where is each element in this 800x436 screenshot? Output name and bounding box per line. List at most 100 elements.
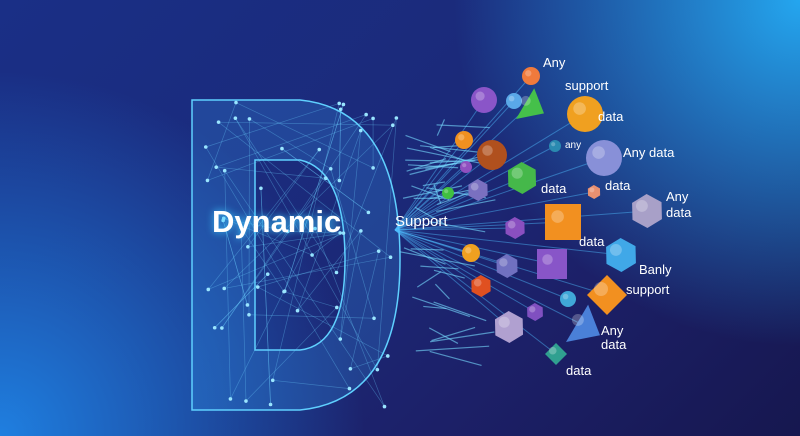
highlight [572,314,584,326]
label: support [565,79,608,92]
label: support [626,283,669,296]
subtitle-text: Support [395,214,448,229]
light-streak [435,284,449,299]
mesh-node [359,229,363,233]
highlight [458,134,464,140]
highlight [589,187,594,192]
light-streak [430,147,469,162]
sphere-shape [462,244,480,262]
mesh-node [244,399,248,403]
highlight [594,282,608,296]
label: data [579,235,604,248]
gem-shape [606,238,636,272]
mesh-node [335,306,339,310]
label: Banly [639,263,672,276]
label: data [601,338,626,351]
highlight [521,96,531,106]
highlight [509,96,515,102]
label: Any [601,324,623,337]
light-streak [430,351,482,365]
highlight [525,70,531,76]
label: any [565,141,581,151]
mesh-node [206,179,210,183]
highlight [529,306,535,312]
highlight [476,92,485,101]
highlight [444,189,448,193]
mesh-node [296,309,300,313]
light-streak [437,119,444,135]
gem-shape [632,194,662,228]
gem-shape [471,275,490,297]
sphere-shape [455,131,473,149]
title-text: Dynamic [212,206,341,237]
highlight [512,168,523,179]
mesh-node [248,117,252,121]
mesh-node [364,113,368,117]
mesh-node [386,354,390,358]
sphere-shape [460,161,472,173]
mesh-node [317,148,321,152]
mesh-node [217,120,221,124]
highlight [465,247,471,253]
light-streak [405,160,462,161]
label: data [605,179,630,192]
sphere-shape [442,187,454,199]
highlight [573,102,586,115]
sphere-shape [471,87,497,113]
mesh-node [391,123,395,127]
label: Any [666,190,688,203]
mesh-node [247,313,251,317]
sphere-shape [522,67,540,85]
gem-shape [545,343,567,365]
highlight [508,221,516,229]
sphere-shape [506,93,522,109]
highlight [499,258,507,266]
mesh-node [214,165,218,169]
light-streak [417,272,441,288]
light-streak [437,125,490,128]
highlight [610,244,622,256]
gem-shape [527,303,543,321]
highlight [563,294,569,300]
highlight [636,200,648,212]
gem-shape [545,204,581,240]
label: Any [543,56,565,69]
sphere-shape [477,140,507,170]
label: data [541,182,566,195]
gem-shape [587,275,627,315]
mesh-node [206,288,210,292]
label: data [598,110,623,123]
light-streak [434,302,487,321]
highlight [549,347,557,355]
mesh-node [342,103,346,107]
mesh-node [271,379,275,383]
gem-shape [588,185,600,199]
mesh-node [383,405,387,409]
highlight [462,163,466,167]
gem-shape [537,249,567,279]
light-streak [411,249,444,250]
highlight [592,146,605,159]
highlight [551,210,564,223]
mesh-node [283,289,287,293]
sphere-shape [549,140,561,152]
label: data [566,364,591,377]
mesh-node [348,387,352,391]
label: data [666,206,691,219]
mesh-node [372,316,376,320]
gem-shape [495,311,523,343]
mesh-node [222,287,226,291]
mesh-node [377,249,381,253]
mesh-node [259,186,263,190]
highlight [499,317,510,328]
highlight [482,145,493,156]
light-streak [416,346,489,351]
mesh-node [280,147,284,151]
highlight [471,183,479,191]
sphere-shape [560,291,576,307]
sphere-shape [586,140,622,176]
mesh-node [234,116,238,120]
mesh-node [213,326,217,330]
highlight [474,279,482,287]
gem-shape [496,254,517,278]
